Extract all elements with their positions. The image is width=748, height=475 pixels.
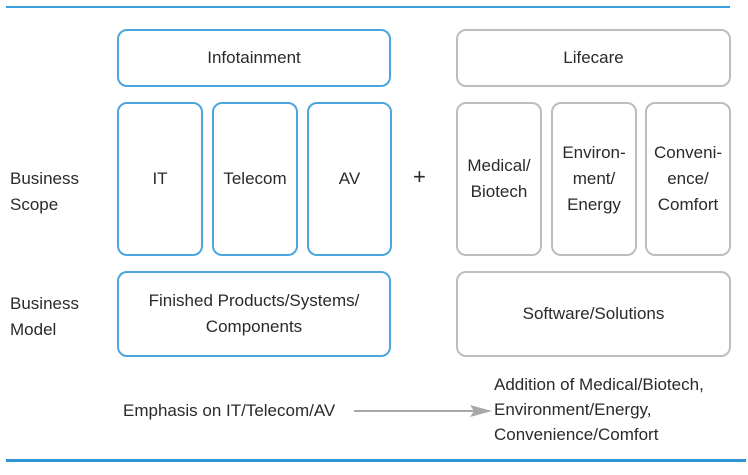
scope-av: AV — [307, 102, 392, 256]
scope-environment-energy: Environ- ment/ Energy — [551, 102, 637, 256]
infotainment-header: Infotainment — [117, 29, 391, 87]
transition-from: Emphasis on IT/Telecom/AV — [123, 401, 336, 420]
arrow-icon — [354, 405, 492, 417]
model-lifecare: Software/Solutions — [456, 271, 731, 357]
scope-convenience-comfort: Conveni- ence/ Comfort — [645, 102, 731, 256]
top-rule — [6, 6, 730, 8]
scope-it: IT — [117, 102, 203, 256]
infotainment-title: Infotainment — [207, 48, 301, 67]
scope-telecom-label: Telecom — [223, 169, 287, 188]
scope-av-label: AV — [338, 169, 361, 188]
scope-it-label: IT — [152, 169, 168, 188]
lifecare-title: Lifecare — [563, 48, 624, 67]
scope-environment-label: Environ- ment/ Energy — [562, 143, 626, 214]
bottom-rule — [6, 459, 746, 462]
business-model-label: Business Model — [10, 294, 79, 339]
plus-connector: + — [413, 164, 426, 189]
scope-telecom: Telecom — [212, 102, 298, 256]
scope-convenience-label: Conveni- ence/ Comfort — [653, 143, 723, 214]
model-infotainment-label: Finished Products/Systems/ Components — [148, 291, 360, 336]
business-scope-label: Business Scope — [10, 169, 79, 214]
model-lifecare-label: Software/Solutions — [522, 304, 665, 323]
scope-medical-biotech: Medical/ Biotech — [456, 102, 542, 256]
transition-to: Addition of Medical/Biotech, Environment… — [494, 375, 704, 444]
scope-medical-label: Medical/ Biotech — [467, 156, 531, 201]
model-infotainment: Finished Products/Systems/ Components — [117, 271, 391, 357]
lifecare-header: Lifecare — [456, 29, 731, 87]
